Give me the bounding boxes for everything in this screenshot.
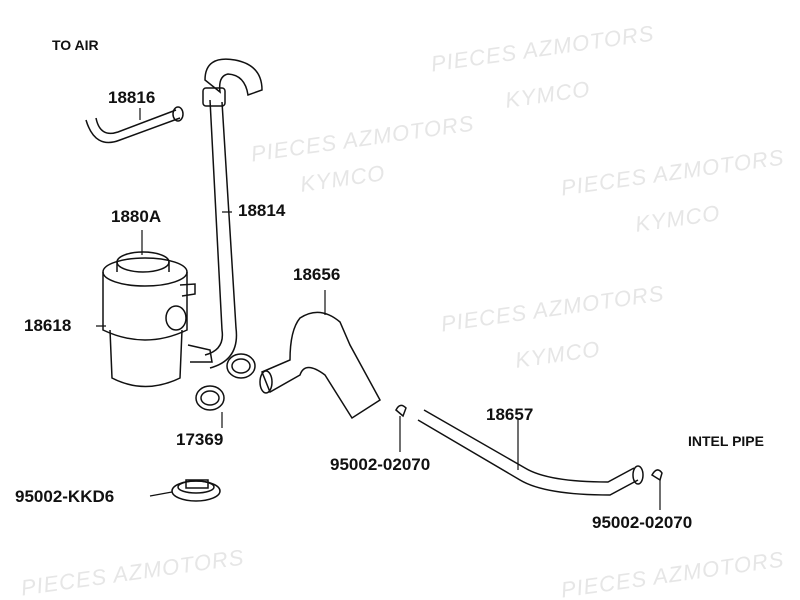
hose-18816 [85,109,181,144]
filter-18618 [102,251,213,388]
hose-18656 [261,311,381,420]
label-18816: 18816 [108,88,156,107]
label-18657: 18657 [486,405,534,424]
clamps-17369 [195,353,256,411]
label-95002-02070-b: 95002-02070 [592,513,693,532]
label-intel-pipe: INTEL PIPE [688,433,764,449]
pipe-18814 [204,99,238,369]
label-17369: 17369 [176,430,224,449]
label-18618: 18618 [24,316,72,335]
label-to-air: TO AIR [52,37,99,53]
label-18656: 18656 [293,265,341,284]
label-95002-kkd6: 95002-KKD6 [15,487,115,506]
label-95002-02070-a: 95002-02070 [330,455,431,474]
label-18814: 18814 [238,201,286,220]
clamp-95002-kkd6 [171,479,221,502]
pipe-18657 [417,409,639,496]
label-1880a: 1880A [111,207,162,226]
